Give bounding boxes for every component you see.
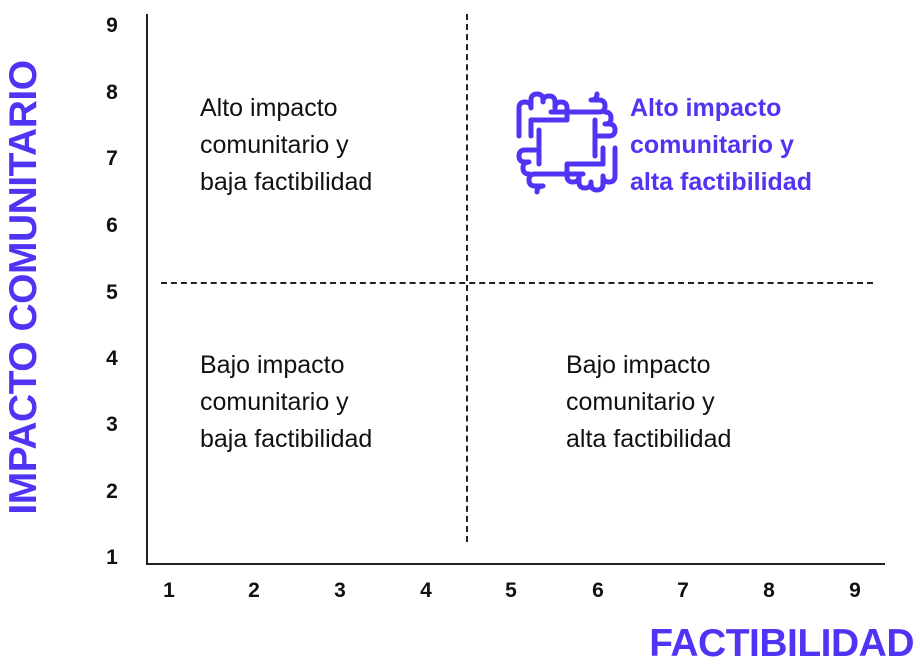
quadrant-top-left-line-1: Alto impacto bbox=[200, 94, 338, 122]
joined-hands-icon bbox=[516, 91, 618, 195]
x-tick-1: 1 bbox=[163, 579, 175, 602]
x-tick-3: 3 bbox=[334, 579, 346, 602]
quadrant-top-left-line-3: baja factibilidad bbox=[200, 168, 373, 196]
quadrant-bottom-left-line-1: Bajo impacto bbox=[200, 351, 345, 379]
x-tick-7: 7 bbox=[677, 579, 689, 602]
quadrant-top-right-line-2: comunitario y bbox=[630, 131, 794, 159]
x-axis-title: FACTIBILIDAD bbox=[649, 622, 914, 665]
y-tick-9: 9 bbox=[106, 14, 118, 37]
y-tick-4: 4 bbox=[106, 347, 118, 370]
x-tick-9: 9 bbox=[849, 579, 861, 602]
y-tick-8: 8 bbox=[106, 81, 118, 104]
quadrant-bottom-right-line-1: Bajo impacto bbox=[566, 351, 711, 379]
quadrant-bottom-right-line-3: alta factibilidad bbox=[566, 425, 732, 453]
quadrant-top-right: Alto impacto comunitario y alta factibil… bbox=[630, 90, 812, 201]
quadrant-bottom-left: Bajo impacto comunitario y baja factibil… bbox=[200, 347, 372, 458]
quadrant-bottom-left-line-3: baja factibilidad bbox=[200, 425, 373, 453]
y-tick-5: 5 bbox=[106, 281, 118, 304]
x-axis-line bbox=[146, 563, 885, 565]
y-tick-1: 1 bbox=[106, 546, 118, 569]
quadrant-bottom-right-line-2: comunitario y bbox=[566, 388, 715, 416]
y-axis-title: IMPACTO COMUNITARIO bbox=[2, 60, 45, 515]
quadrant-bottom-left-line-2: comunitario y bbox=[200, 388, 349, 416]
x-tick-8: 8 bbox=[763, 579, 775, 602]
x-tick-2: 2 bbox=[248, 579, 260, 602]
vertical-divider bbox=[466, 14, 468, 542]
horizontal-divider bbox=[161, 282, 873, 284]
quadrant-top-right-line-1: Alto impacto bbox=[630, 94, 782, 122]
quadrant-top-left-line-2: comunitario y bbox=[200, 131, 349, 159]
quadrant-bottom-right: Bajo impacto comunitario y alta factibil… bbox=[566, 347, 731, 458]
x-tick-4: 4 bbox=[420, 579, 432, 602]
y-tick-3: 3 bbox=[106, 413, 118, 436]
y-tick-2: 2 bbox=[106, 480, 118, 503]
x-tick-6: 6 bbox=[592, 579, 604, 602]
y-axis-line bbox=[146, 14, 148, 565]
y-tick-7: 7 bbox=[106, 147, 118, 170]
quadrant-top-left: Alto impacto comunitario y baja factibil… bbox=[200, 90, 372, 201]
x-tick-5: 5 bbox=[505, 579, 517, 602]
quadrant-top-right-line-3: alta factibilidad bbox=[630, 168, 812, 196]
y-tick-6: 6 bbox=[106, 214, 118, 237]
